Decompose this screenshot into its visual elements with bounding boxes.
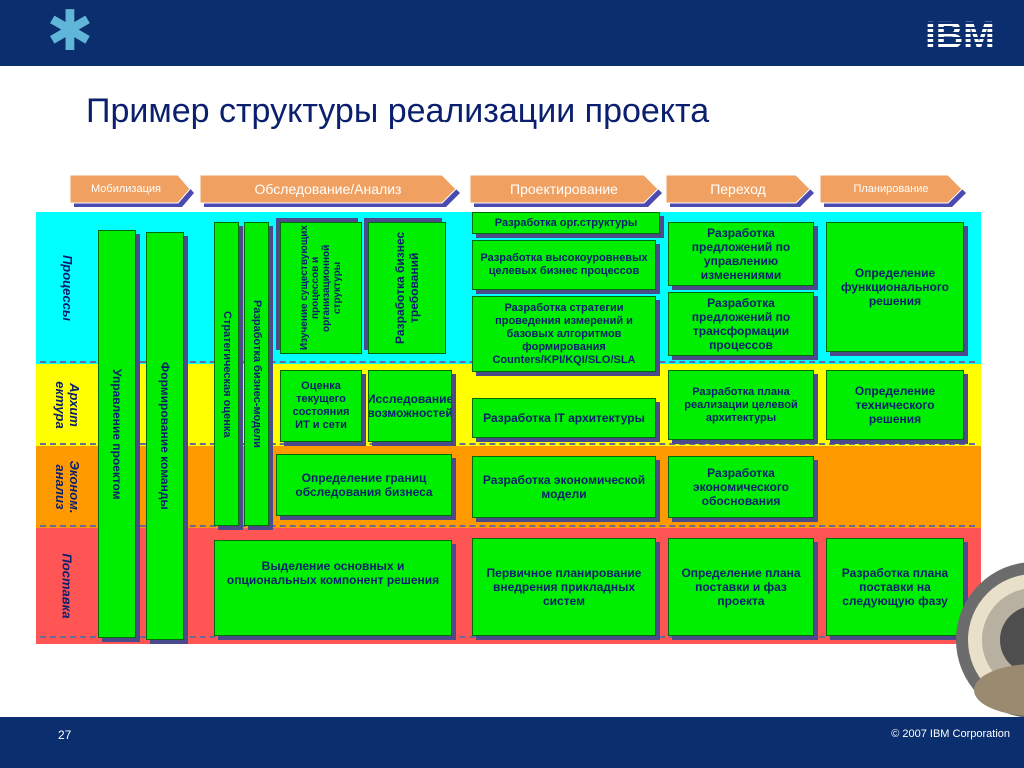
- org-structure-box: Разработка орг.структуры: [472, 212, 660, 234]
- copyright: © 2007 IBM Corporation: [891, 728, 1010, 740]
- row-divider: [40, 443, 975, 445]
- delivery-plan-box: Определение плана поставки и фаз проекта: [668, 538, 814, 636]
- assessment-it-box: Оценка текущего состояния ИТ и сети: [280, 370, 362, 442]
- ibm-logo-text: IBM: [925, 15, 995, 54]
- economic-model-box: Разработка экономической модели: [472, 456, 656, 518]
- row-divider: [40, 636, 975, 638]
- phase-planning: Планирование: [820, 175, 968, 207]
- row-divider: [40, 525, 975, 527]
- ibm-logo: IBM: [925, 15, 995, 54]
- phase-label: Планирование: [853, 182, 929, 195]
- row-label-processes: Процессы: [60, 254, 75, 322]
- phase-label: Обследование/Анализ: [254, 181, 402, 197]
- header-bar: [0, 0, 1024, 66]
- page-number: 27: [58, 728, 72, 742]
- scope-box: Определение границ обследования бизнеса: [276, 454, 452, 516]
- process-study-box: Изучение существующих процессов и органи…: [280, 222, 362, 354]
- phase-analysis: Обследование/Анализ: [200, 175, 462, 207]
- phase-label: Проектирование: [510, 181, 618, 197]
- high-level-processes-box: Разработка высокоуровневых целевых бизне…: [472, 240, 656, 290]
- business-model-bar: Разработка бизнес-модели: [244, 222, 269, 526]
- phase-transition: Переход: [666, 175, 816, 207]
- team-formation-bar: Формирование команды: [146, 232, 184, 640]
- next-phase-plan-box: Разработка плана поставки на следующую ф…: [826, 538, 964, 636]
- economic-justification-box: Разработка экономического обоснования: [668, 456, 814, 518]
- strategic-assessment-bar: Стратегическая оценка: [214, 222, 239, 526]
- change-management-box: Разработка предложений по управлению изм…: [668, 222, 814, 286]
- page-title: Пример структуры реализации проекта: [86, 92, 710, 130]
- phase-mobilization: Мобилизация: [70, 175, 196, 207]
- phase-label: Мобилизация: [91, 182, 161, 195]
- measurement-strategy-box: Разработка стратегии проведения измерени…: [472, 296, 656, 372]
- asterisk-icon: ✱: [46, 0, 94, 64]
- component-selection-box: Выделение основных и опциональных компон…: [214, 540, 452, 636]
- project-management-bar: Управление проектом: [98, 230, 136, 638]
- row-label-delivery: Поставка: [60, 553, 76, 619]
- primary-planning-box: Первичное планирование внедрения приклад…: [472, 538, 656, 636]
- it-architecture-box: Разработка IT архитектуры: [472, 398, 656, 438]
- phase-label: Переход: [710, 181, 766, 197]
- process-transformation-box: Разработка предложений по трансформации …: [668, 292, 814, 356]
- technical-solution-box: Определение технического решения: [826, 370, 964, 440]
- business-requirements-box: Разработка бизнес требований: [368, 222, 446, 354]
- footer-bar: [0, 717, 1024, 768]
- architecture-plan-box: Разработка плана реализации целевой архи…: [668, 370, 814, 440]
- compass-image: [956, 562, 1024, 717]
- row-label-economics: Эконом. анализ: [53, 460, 82, 514]
- phase-design: Проектирование: [470, 175, 664, 207]
- functional-solution-box: Определение функционального решения: [826, 222, 964, 352]
- row-label-architecture: Архит ектура: [53, 381, 82, 429]
- research-box: Исследование возможностей: [368, 370, 452, 442]
